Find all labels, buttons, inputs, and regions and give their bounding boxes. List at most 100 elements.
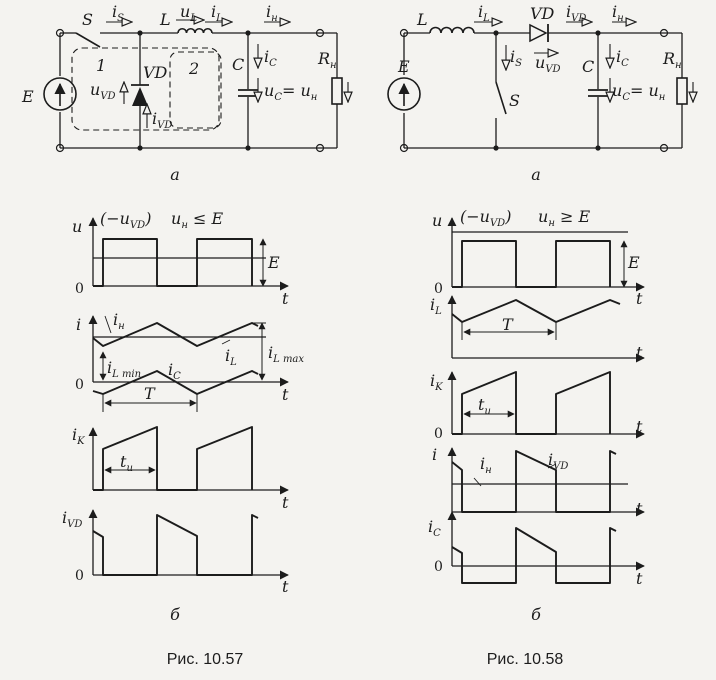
- zero-label: 0: [434, 426, 443, 442]
- t-axis-label: t: [636, 569, 643, 588]
- current-l-label: iL: [478, 2, 490, 24]
- inductor-label: L: [159, 10, 171, 29]
- resistor-icon: [331, 77, 343, 105]
- pulse-label: tи: [478, 395, 491, 417]
- inductor-icon: [177, 27, 213, 34]
- source-label: E: [397, 57, 410, 76]
- switch-current-wave: [93, 426, 253, 491]
- e-level-label: E: [627, 253, 640, 272]
- il-axis-label: iL: [430, 295, 442, 317]
- inductor-current-wave: [451, 299, 621, 323]
- t-axis-label: t: [636, 499, 643, 518]
- diode-label: VD: [530, 4, 555, 23]
- voltage-c-label: uC= uн: [264, 81, 317, 103]
- source-label: E: [21, 87, 34, 106]
- i-c-label: iC: [168, 360, 181, 382]
- graphs-b-label: б: [531, 605, 541, 624]
- resistor-icon: [676, 77, 688, 105]
- switch-blade: [75, 32, 101, 48]
- circuit-a-label: а: [531, 165, 541, 184]
- switch-label: S: [82, 10, 93, 29]
- current-n-label: iн: [612, 2, 624, 24]
- ic-axis-label: iC: [428, 517, 441, 539]
- current-s-label: iS: [510, 47, 522, 69]
- u-axis-label: u: [432, 211, 442, 230]
- loop-1-label: 1: [96, 56, 106, 75]
- ik-axis-label: iK: [430, 371, 443, 393]
- diode-label: VD: [143, 63, 168, 82]
- t-axis-label: t: [636, 343, 643, 362]
- u-condition-label: uн ≥ E: [538, 207, 590, 229]
- diode-icon: [132, 87, 148, 106]
- i-axis-label: i: [76, 315, 81, 334]
- ivd-axis-label: iVD: [62, 508, 82, 530]
- current-vd-label: iVD: [152, 109, 172, 131]
- diode-icon: [529, 23, 548, 43]
- t-axis-label: t: [282, 577, 289, 596]
- zero-label: 0: [75, 377, 84, 393]
- i-n-label: iн: [480, 454, 492, 476]
- capacitor-current-wave: [92, 370, 259, 395]
- inductor-icon: [429, 26, 475, 34]
- diode-current-wave: [451, 450, 617, 513]
- i-vd-leader: [547, 463, 557, 469]
- inductor-label: L: [416, 10, 428, 29]
- circuit-a-label: а: [170, 165, 180, 184]
- loop-2-label: 2: [188, 59, 199, 78]
- il-min-label: iL min: [107, 358, 141, 380]
- voltage-vd-pulse: [452, 240, 611, 288]
- capacitor-current-wave: [451, 527, 617, 584]
- diode-current-wave: [92, 514, 259, 576]
- e-level-label: E: [267, 253, 280, 272]
- caption-10-57: Рис. 10.57: [167, 651, 244, 668]
- zero-label: 0: [75, 281, 84, 297]
- current-c-label: iC: [616, 47, 629, 69]
- current-n-label: iн: [266, 2, 278, 24]
- drawing: [43, 20, 693, 584]
- t-axis-label: t: [282, 493, 289, 512]
- loop-1-outline: [71, 47, 220, 131]
- voltage-vd-pulse: [93, 238, 253, 287]
- il-max-label: iL max: [268, 343, 304, 365]
- t-axis-label: t: [636, 417, 643, 436]
- current-c-label: iC: [264, 47, 277, 69]
- voltage-l-label: uL: [180, 2, 197, 24]
- t-axis-label: t: [282, 385, 289, 404]
- u-legend-label: (−uVD): [100, 209, 151, 231]
- switch-label: S: [509, 91, 520, 110]
- period-label: T: [144, 384, 156, 403]
- zero-label: 0: [75, 568, 84, 584]
- voltage-vd-label: uVD: [90, 80, 116, 102]
- load-label: Rн: [317, 49, 337, 71]
- switch-current-wave: [452, 371, 611, 435]
- i-n-leader: [473, 477, 482, 487]
- voltage-vd-label: uVD: [535, 53, 561, 75]
- zero-label: 0: [434, 559, 443, 575]
- zero-label: 0: [434, 281, 443, 297]
- u-axis-label: u: [72, 217, 82, 236]
- switch-blade: [495, 81, 507, 115]
- period-label: T: [502, 315, 514, 334]
- ik-axis-label: iK: [72, 425, 85, 447]
- i-axis-label: i: [432, 445, 437, 464]
- t-axis-label: t: [282, 289, 289, 308]
- capacitor-label: C: [232, 55, 244, 74]
- i-vd-label: iVD: [548, 450, 568, 472]
- caption-10-58: Рис. 10.58: [487, 651, 564, 668]
- current-vd-label: iVD: [566, 2, 586, 24]
- pulse-label: tи: [120, 452, 133, 474]
- i-l-label: iL: [225, 346, 237, 368]
- load-label: Rн: [662, 49, 682, 71]
- i-n-leader: [104, 315, 112, 334]
- t-axis-label: t: [636, 289, 643, 308]
- current-s-label: iS: [112, 2, 124, 24]
- i-n-label: iн: [113, 310, 125, 332]
- current-l-label: iL: [211, 2, 223, 24]
- i-l-leader: [221, 339, 231, 345]
- u-condition-label: uн ≤ E: [171, 209, 223, 231]
- voltage-c-label: uC= uн: [612, 81, 665, 103]
- u-legend-label: (−uVD): [460, 207, 511, 229]
- capacitor-label: C: [582, 57, 594, 76]
